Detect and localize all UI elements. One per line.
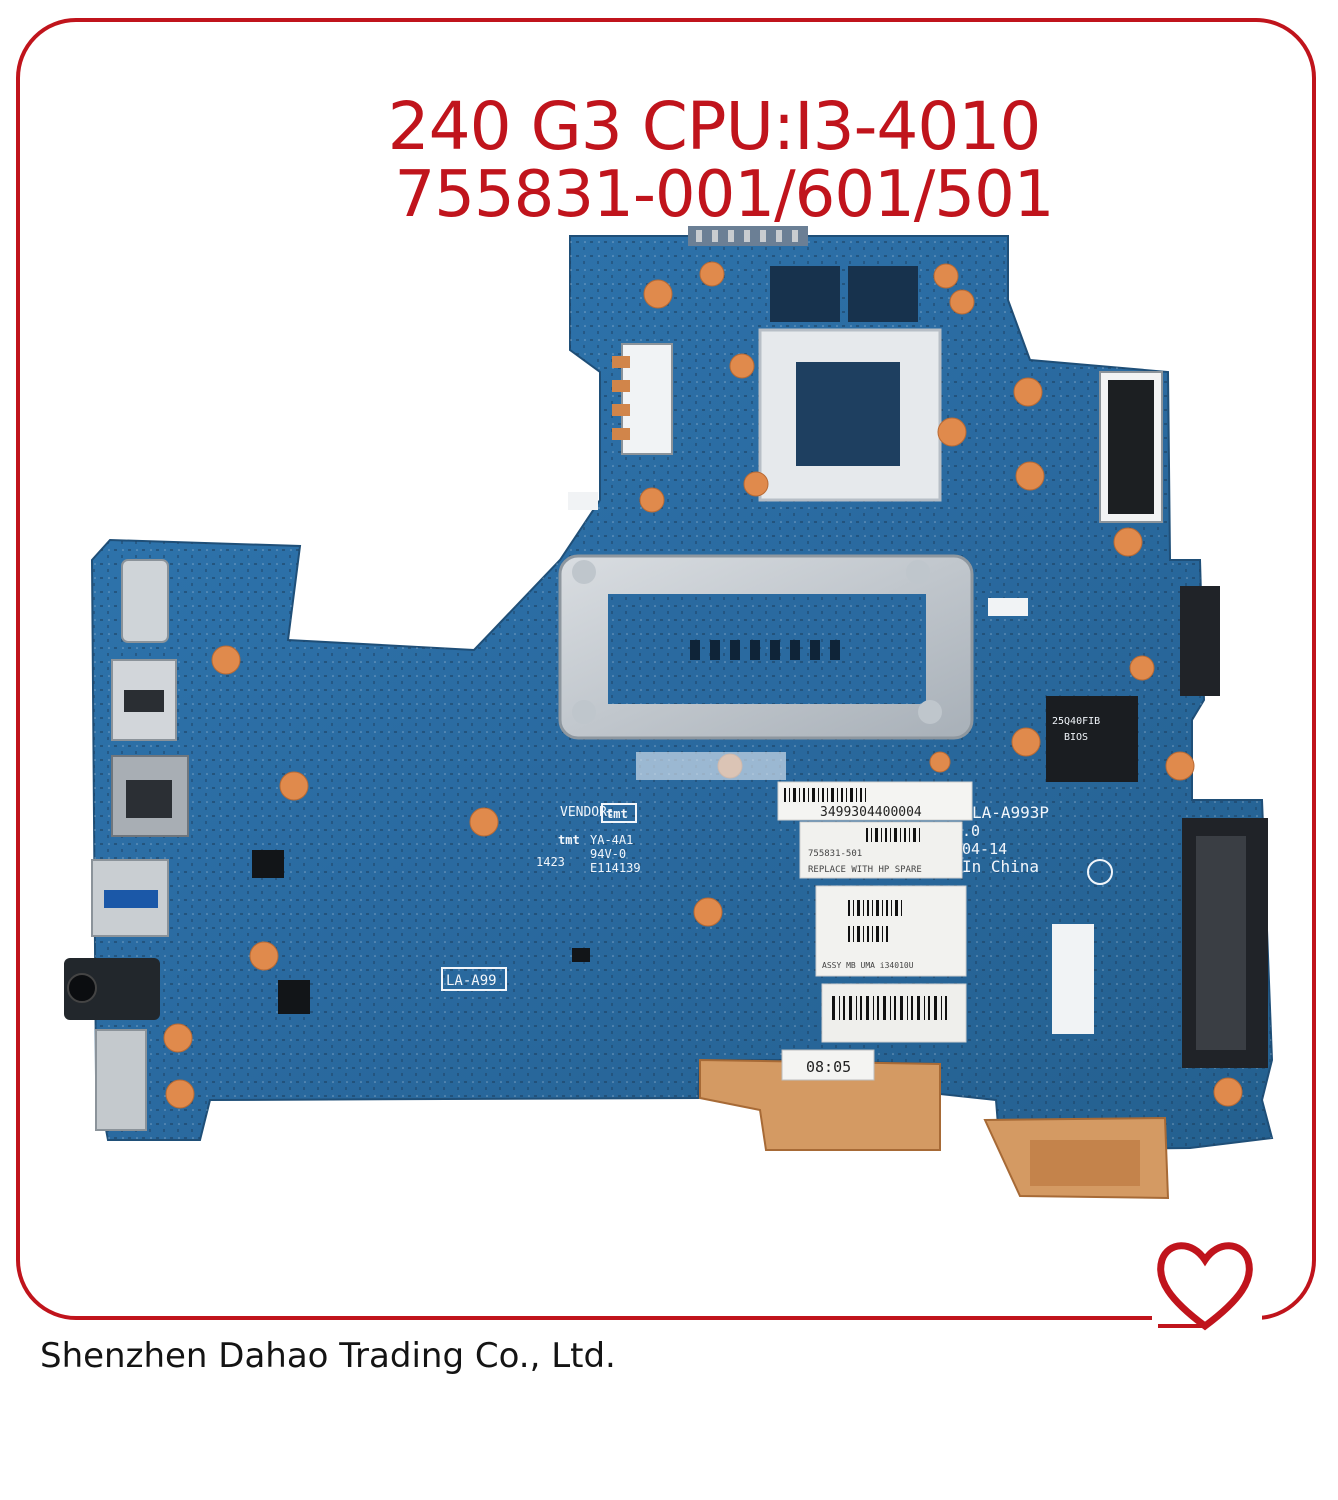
sticker-serial: 3499304400004 [777, 781, 973, 821]
product-title-line-1: 240 G3 CPU:I3-4010 [387, 88, 1042, 165]
memory-chip [848, 266, 918, 322]
small-tag-text: 08:05 [806, 1058, 851, 1076]
origin-text: In China [962, 857, 1039, 876]
sticker-bottom [821, 983, 967, 1043]
ul-code: YA-4A1 [590, 833, 633, 847]
spare-part-number: 755831-501 [808, 849, 862, 859]
small-tag: 08:05 [781, 1049, 875, 1081]
sticker-assy: ASSY MB UMA i34010U [815, 885, 967, 977]
spare-text: REPLACE WITH HP SPARE [808, 865, 922, 875]
rating: 94V-0 [590, 847, 626, 861]
bios-chip-text-2: BIOS [1064, 732, 1088, 743]
heart-icon [1157, 1242, 1253, 1331]
cert-code: E114139 [590, 861, 641, 875]
company-name: Shenzhen Dahao Trading Co., Ltd. [40, 1336, 616, 1376]
serial-number: 3499304400004 [820, 805, 922, 820]
model-short: LA-A99 [446, 973, 497, 989]
vga-port [121, 559, 169, 643]
board-date: 04-14 [962, 840, 1007, 858]
assy-text: ASSY MB UMA i34010U [822, 961, 914, 970]
bios-chip [1046, 696, 1138, 782]
pch-chip [796, 362, 900, 466]
rev-code: .0 [962, 822, 980, 840]
sticker-spare: 755831-501 REPLACE WITH HP SPARE [799, 821, 963, 879]
bios-chip-text-1: 25Q40FIB [1052, 716, 1100, 727]
ul-mark: tmt [558, 833, 580, 847]
no-hf-icon [1087, 859, 1113, 885]
metal-bracket [95, 1029, 147, 1131]
vendor-mark: tmt [606, 807, 628, 821]
copper-pad [699, 1058, 941, 1151]
model-code: LA-A993P [972, 803, 1049, 822]
fan-connector [621, 343, 673, 455]
audio-jack [64, 958, 160, 1020]
sata-connector [1180, 586, 1220, 696]
product-title-line-2: 755831-001/601/501 [394, 158, 1055, 232]
date-code: 1423 [536, 855, 565, 869]
memory-chip [770, 266, 840, 322]
